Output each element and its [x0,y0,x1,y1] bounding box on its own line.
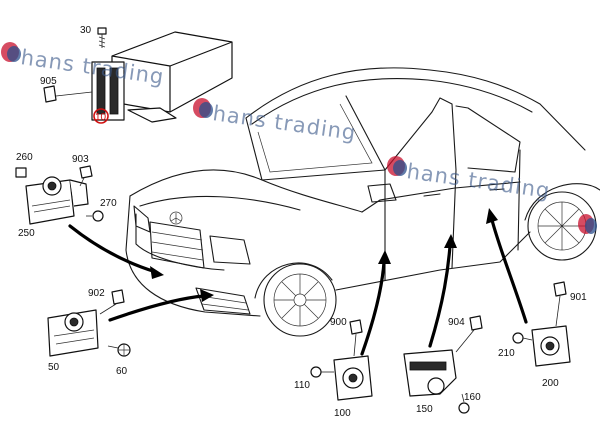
callout-160: 160 [464,392,481,403]
screw-210 [512,332,533,344]
callout-901: 901 [570,292,587,303]
callout-905: 905 [40,76,57,87]
screw-30 [97,27,107,48]
crash-sensor-250 [15,165,93,225]
callout-904: 904 [448,317,465,328]
callout-labels: 30 905 10 260 903 270 250 902 50 60 900 … [16,25,587,419]
highlight-circle [93,108,109,124]
screw-110 [310,366,334,378]
crash-sensor-200 [531,281,571,367]
callout-30: 30 [80,25,92,36]
watermark-3: hans trading [387,156,552,203]
screw-160 [458,393,470,414]
car-illustration [125,67,600,337]
screw-60 [107,343,131,357]
callout-900: 900 [330,317,347,328]
arrows [68,208,528,356]
callout-260: 260 [16,152,33,163]
callout-110: 110 [294,380,310,391]
crash-sensor-150 [403,315,483,397]
callout-270: 270 [100,198,117,209]
callout-10: 10 [95,112,107,123]
callout-50: 50 [48,362,60,373]
airbag-control-unit [43,27,233,123]
callout-200: 200 [542,378,559,389]
screw-270 [86,210,104,222]
callout-60: 60 [116,366,128,377]
watermark-2: hans trading [193,98,358,145]
clip-905 [43,85,93,103]
crash-sensor-50 [47,289,125,357]
crash-sensor-100 [333,319,373,401]
callout-210: 210 [498,348,515,359]
callout-902: 902 [88,288,105,299]
callout-100: 100 [334,408,351,419]
watermark-text: hans trading [211,101,358,145]
watermark-text: hans trading [405,159,552,203]
watermark-4 [578,214,597,234]
callout-150: 150 [416,404,433,415]
callout-250: 250 [18,228,35,239]
callout-903: 903 [72,154,89,165]
